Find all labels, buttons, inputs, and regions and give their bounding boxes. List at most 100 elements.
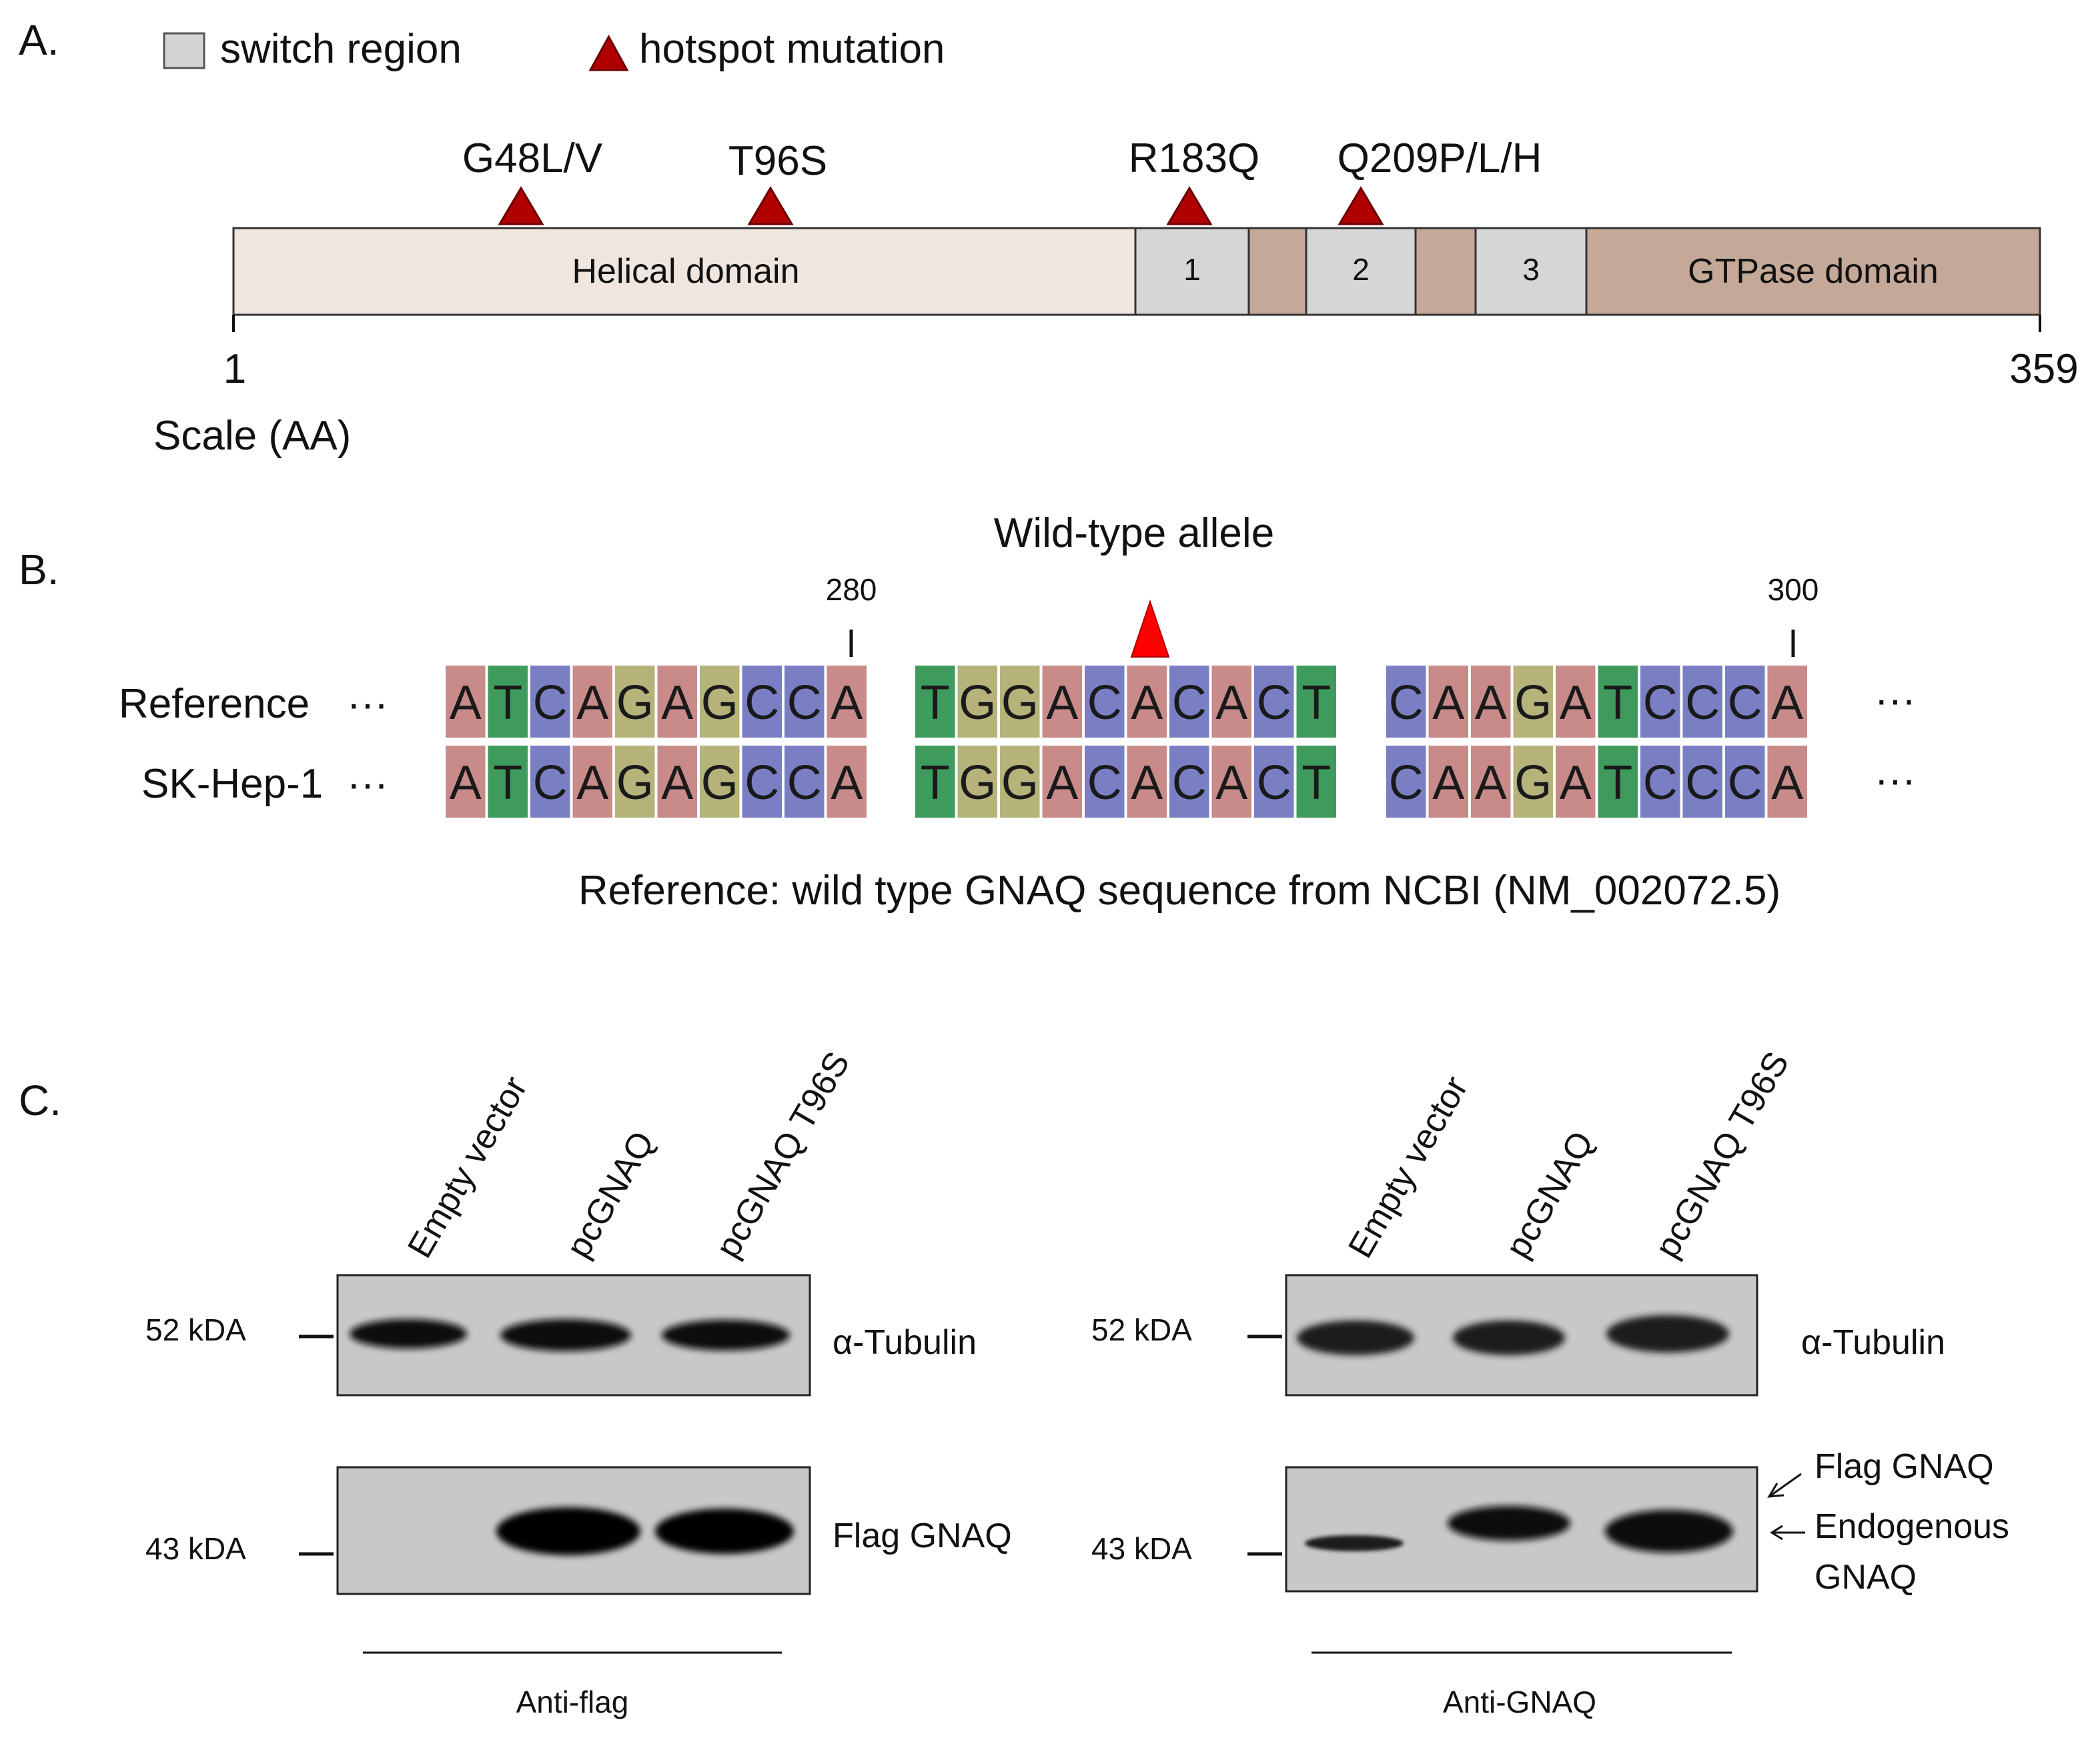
base-letter: A: [661, 756, 693, 810]
panel-label-a: A.: [19, 16, 59, 64]
base-letter: A: [1475, 756, 1507, 810]
blot-label-endogenous-gnaq: GNAQ: [1814, 1558, 1917, 1597]
base-letter: G: [1514, 676, 1552, 730]
base-cell: [827, 666, 867, 738]
lane-label-pcgnaq: pcGNAQ: [1498, 1125, 1601, 1264]
base-cell: [700, 666, 740, 738]
base-letter: G: [1001, 676, 1039, 730]
base-letter: A: [1432, 676, 1464, 730]
scale-end-label: 359: [2009, 346, 2078, 392]
arrowhead-icon: [1770, 1525, 1783, 1541]
blot-anti-flag-tubulin: [336, 1274, 811, 1397]
lane-label-pcgnaq: pcGNAQ: [559, 1125, 662, 1264]
base-cell: [572, 666, 612, 738]
base-cell: [1682, 666, 1722, 738]
base-cell: [1725, 746, 1765, 818]
base-cell: [1767, 666, 1807, 738]
hotspot-q209-triangle-icon: [1338, 186, 1384, 225]
switch-label-2: 2: [1352, 252, 1370, 287]
mutation-label-r183: R183Q: [1129, 135, 1259, 181]
helical-domain-label: Helical domain: [572, 252, 799, 291]
base-letter: T: [1603, 756, 1632, 810]
row-trail-reference: ···: [1875, 677, 1916, 723]
base-cell: [1471, 666, 1511, 738]
marker-43-kda: 43 kDA: [1091, 1531, 1192, 1566]
base-cell: [742, 666, 782, 738]
lane-label-empty-vector: Empty vector: [1341, 1070, 1476, 1264]
blot-label-flag-gnaq: Flag GNAQ: [833, 1517, 1012, 1555]
mutation-label-q209: Q209P/L/H: [1338, 135, 1542, 181]
base-letter: G: [1514, 756, 1552, 810]
base-cell: [1640, 746, 1680, 818]
base-letter: A: [1560, 756, 1592, 810]
antibody-label-anti-flag: Anti-flag: [516, 1685, 629, 1719]
switch-label-3: 3: [1522, 252, 1540, 287]
flag-gnaq-arrow-icon: [1768, 1473, 1802, 1498]
base-cell: [1169, 666, 1209, 738]
switch-region-3: [1474, 227, 1588, 316]
blot-label-tubulin: α-Tubulin: [1801, 1323, 1945, 1362]
alignment-title: Wild-type allele: [994, 510, 1274, 556]
hotspot-t96-triangle-icon: [747, 186, 794, 225]
protein-domain-bar: [232, 227, 2041, 316]
base-cell: [1254, 666, 1294, 738]
base-letter: A: [1215, 676, 1247, 730]
base-letter: A: [1432, 756, 1464, 810]
lane-label-pcgnaq-t96s: pcGNAQ T96S: [1648, 1045, 1796, 1264]
base-letter: T: [493, 676, 522, 730]
base-cell: [1127, 746, 1167, 818]
base-cell: [615, 746, 655, 818]
base-letter: A: [1046, 676, 1078, 730]
base-cell: [1085, 746, 1125, 818]
gtpase-segment: [1414, 227, 1477, 316]
base-cell: [1211, 746, 1251, 818]
base-cell: [1428, 666, 1468, 738]
gtpase-domain-label: GTPase domain: [1688, 252, 1939, 291]
base-letter: C: [1643, 676, 1678, 730]
gtpase-segment: [1247, 227, 1307, 316]
base-cell: [657, 746, 697, 818]
base-letter: T: [1301, 676, 1331, 730]
base-cell: [1682, 746, 1722, 818]
panel-label-c: C.: [19, 1076, 61, 1124]
legend-hotspot-mutation: hotspot mutation: [639, 26, 945, 72]
base-letter: A: [576, 756, 608, 810]
base-cell: [1556, 666, 1596, 738]
mutation-label-t96: T96S: [728, 138, 827, 184]
base-cell: [488, 666, 528, 738]
marker-52-kda: 52 kDA: [1091, 1312, 1192, 1347]
blot-label-tubulin: α-Tubulin: [833, 1323, 977, 1362]
base-cell: [530, 666, 570, 738]
base-letter: A: [450, 756, 482, 810]
arrowhead-icon: [1767, 1483, 1784, 1498]
base-cell: [1513, 746, 1553, 818]
hotspot-r183-triangle-icon: [1166, 186, 1213, 225]
lane-label-pcgnaq-t96s: pcGNAQ T96S: [708, 1045, 857, 1264]
base-cell: [1296, 666, 1336, 738]
base-letter: C: [1087, 676, 1122, 730]
row-trail-sk-hep-1: ···: [1875, 757, 1916, 803]
base-cell: [700, 746, 740, 818]
row-label-sk-hep-1: SK-Hep-1: [141, 761, 323, 807]
base-letter: C: [533, 756, 568, 810]
base-letter: A: [1131, 756, 1163, 810]
base-cell: [827, 746, 867, 818]
base-cell: [1085, 666, 1125, 738]
switch-label-1: 1: [1183, 252, 1201, 287]
base-letter: A: [831, 756, 863, 810]
base-cell: [1211, 666, 1251, 738]
base-letter: A: [1475, 676, 1507, 730]
base-letter: C: [787, 676, 822, 730]
base-letter: T: [1301, 756, 1331, 810]
base-cell: [957, 746, 997, 818]
base-letter: C: [533, 676, 568, 730]
base-cell: [488, 746, 528, 818]
base-cell: [1042, 666, 1082, 738]
row-ellipsis-reference: ···: [347, 681, 388, 727]
blot-anti-flag-gnaq: [336, 1466, 811, 1595]
base-letter: C: [787, 756, 822, 810]
base-letter: G: [616, 676, 654, 730]
base-cell: [446, 666, 486, 738]
base-cell: [1767, 746, 1807, 818]
base-letter: A: [1771, 756, 1803, 810]
